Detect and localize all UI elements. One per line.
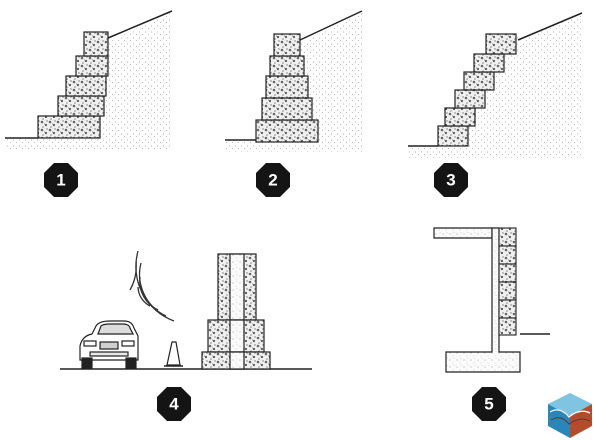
car-icon <box>79 320 139 369</box>
gabion-block <box>273 33 301 57</box>
gabion-block <box>83 31 109 57</box>
gabion-block <box>498 299 517 319</box>
panel-5-illustration <box>433 227 550 373</box>
badge-5: 5 <box>472 387 506 421</box>
gabion-block <box>485 33 517 55</box>
gabion-stack <box>498 227 517 336</box>
gabion-block <box>37 115 101 139</box>
badge-4: 4 <box>157 387 191 421</box>
traffic-cone-icon <box>166 341 181 366</box>
badge-number: 4 <box>169 395 179 414</box>
badge-number: 5 <box>484 395 493 414</box>
gabion-block <box>65 75 107 97</box>
gabion-stack <box>255 33 319 143</box>
slope-line <box>517 12 583 41</box>
gabion-block <box>498 245 517 265</box>
sound-waves-icon <box>129 250 175 322</box>
brand-logo-icon <box>548 393 592 438</box>
panel-2-illustration <box>225 10 363 152</box>
gabion-block <box>498 263 517 283</box>
gabion-block <box>498 281 517 301</box>
gabion-block <box>463 71 495 91</box>
panel-4-illustration <box>60 250 312 370</box>
panel-1-illustration <box>5 10 173 150</box>
slope-line <box>299 10 363 41</box>
gabion-block <box>57 95 105 117</box>
badge-3: 3 <box>434 163 468 197</box>
badge-number: 3 <box>446 171 455 190</box>
gabion-block <box>498 317 517 336</box>
badge-number: 1 <box>56 171 65 190</box>
gabion-stack <box>37 31 109 139</box>
gabion-barrier <box>201 253 271 370</box>
gabion-block <box>498 227 517 247</box>
gabion-block <box>75 55 109 77</box>
gabion-block <box>265 75 309 99</box>
gabion-block <box>454 89 486 109</box>
gabion-stack <box>437 33 517 147</box>
concrete-slab <box>433 227 493 239</box>
gabion-block <box>255 119 319 143</box>
badge-number: 2 <box>268 171 277 190</box>
gabion-block <box>473 53 505 73</box>
gabion-block <box>437 125 469 147</box>
gabion-block <box>261 97 313 121</box>
panel-3-illustration <box>408 12 583 158</box>
slope-line <box>107 10 173 39</box>
gabion-block <box>269 55 305 77</box>
gabion-block <box>444 107 476 127</box>
badge-2: 2 <box>256 163 290 197</box>
badge-1: 1 <box>44 163 78 197</box>
